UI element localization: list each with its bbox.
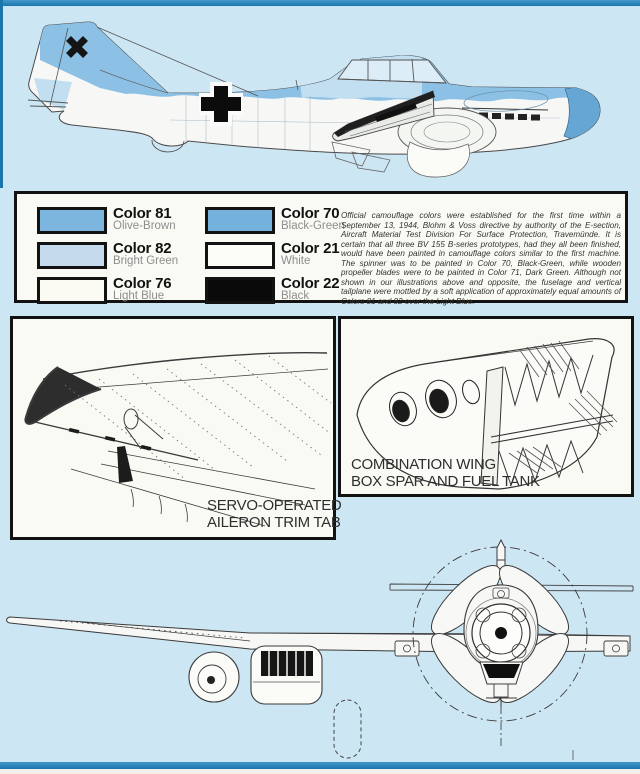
legend-swatch bbox=[205, 207, 275, 234]
legend-code: Color 76 bbox=[113, 275, 172, 292]
aircraft-front-view-figure bbox=[6, 538, 634, 760]
aircraft-side-profile-figure bbox=[27, 21, 601, 178]
rudder-hinge-line bbox=[49, 27, 69, 107]
legend-code: Color 81 bbox=[113, 205, 172, 222]
top-edge-band bbox=[0, 0, 640, 6]
canopy bbox=[337, 58, 447, 84]
wing-box-spar-drawing bbox=[356, 338, 618, 490]
tail-insignia-marking bbox=[66, 36, 88, 58]
camouflage-note-text: Official camouflage colors were establis… bbox=[341, 211, 621, 307]
spinner bbox=[563, 86, 600, 140]
wing-and-radiator bbox=[331, 90, 497, 178]
spar-figure-caption: COMBINATION WING BOX SPAR AND FUEL TANK bbox=[351, 456, 540, 491]
bottom-edge-band bbox=[0, 762, 640, 769]
legend-name: Light Blue bbox=[113, 290, 165, 302]
nose-panel-ellipse bbox=[463, 90, 549, 112]
caption-line: COMBINATION WING bbox=[351, 456, 496, 473]
legend-name: Black-Green bbox=[281, 220, 345, 232]
aileron-figure-caption: SERVO-OPERATED AILERON TRIM TAB bbox=[207, 497, 342, 532]
legend-name: Olive-Brown bbox=[113, 220, 176, 232]
fuselage-cross-marking bbox=[199, 82, 243, 126]
chin-intake-and-pylon bbox=[479, 661, 524, 706]
color-legend-panel: Color 81 Olive-Brown Color 82 Bright Gre… bbox=[14, 191, 628, 307]
legend-name: Bright Green bbox=[113, 255, 179, 267]
underwing-radiator-gondola bbox=[250, 645, 323, 705]
circular-intake bbox=[188, 651, 240, 703]
legend-swatch bbox=[205, 277, 275, 304]
legend-name: White bbox=[281, 255, 311, 267]
left-edge-stripe bbox=[0, 0, 3, 188]
propeller-blades bbox=[431, 565, 569, 703]
tailplane-edge bbox=[27, 99, 69, 108]
legend-code: Color 21 bbox=[281, 240, 340, 257]
legend-swatch bbox=[37, 207, 107, 234]
legend-name: Black bbox=[281, 290, 310, 302]
legend-swatch bbox=[37, 242, 107, 269]
caption-line: AILERON TRIM TAB bbox=[207, 514, 341, 532]
caption-line: BOX SPAR AND FUEL TANK bbox=[351, 473, 540, 491]
legend-code: Color 82 bbox=[113, 240, 172, 257]
aileron-trim-tab-drawing bbox=[24, 352, 332, 527]
legend-swatch bbox=[37, 277, 107, 304]
spar-figure-panel: COMBINATION WING BOX SPAR AND FUEL TANK bbox=[338, 316, 634, 497]
legend-code: Color 70 bbox=[281, 205, 340, 222]
page-bottom-margin bbox=[0, 769, 640, 774]
drop-tank-outline bbox=[333, 699, 362, 759]
fin-fillet-line bbox=[99, 69, 169, 94]
fuselage-front-view bbox=[463, 584, 539, 671]
legend-code: Color 22 bbox=[281, 275, 340, 292]
tailwheel-fairing bbox=[151, 139, 185, 153]
legend-swatch bbox=[205, 242, 275, 269]
caption-line: SERVO-OPERATED bbox=[207, 497, 342, 514]
aileron-figure-panel: SERVO-OPERATED AILERON TRIM TAB bbox=[10, 316, 342, 540]
